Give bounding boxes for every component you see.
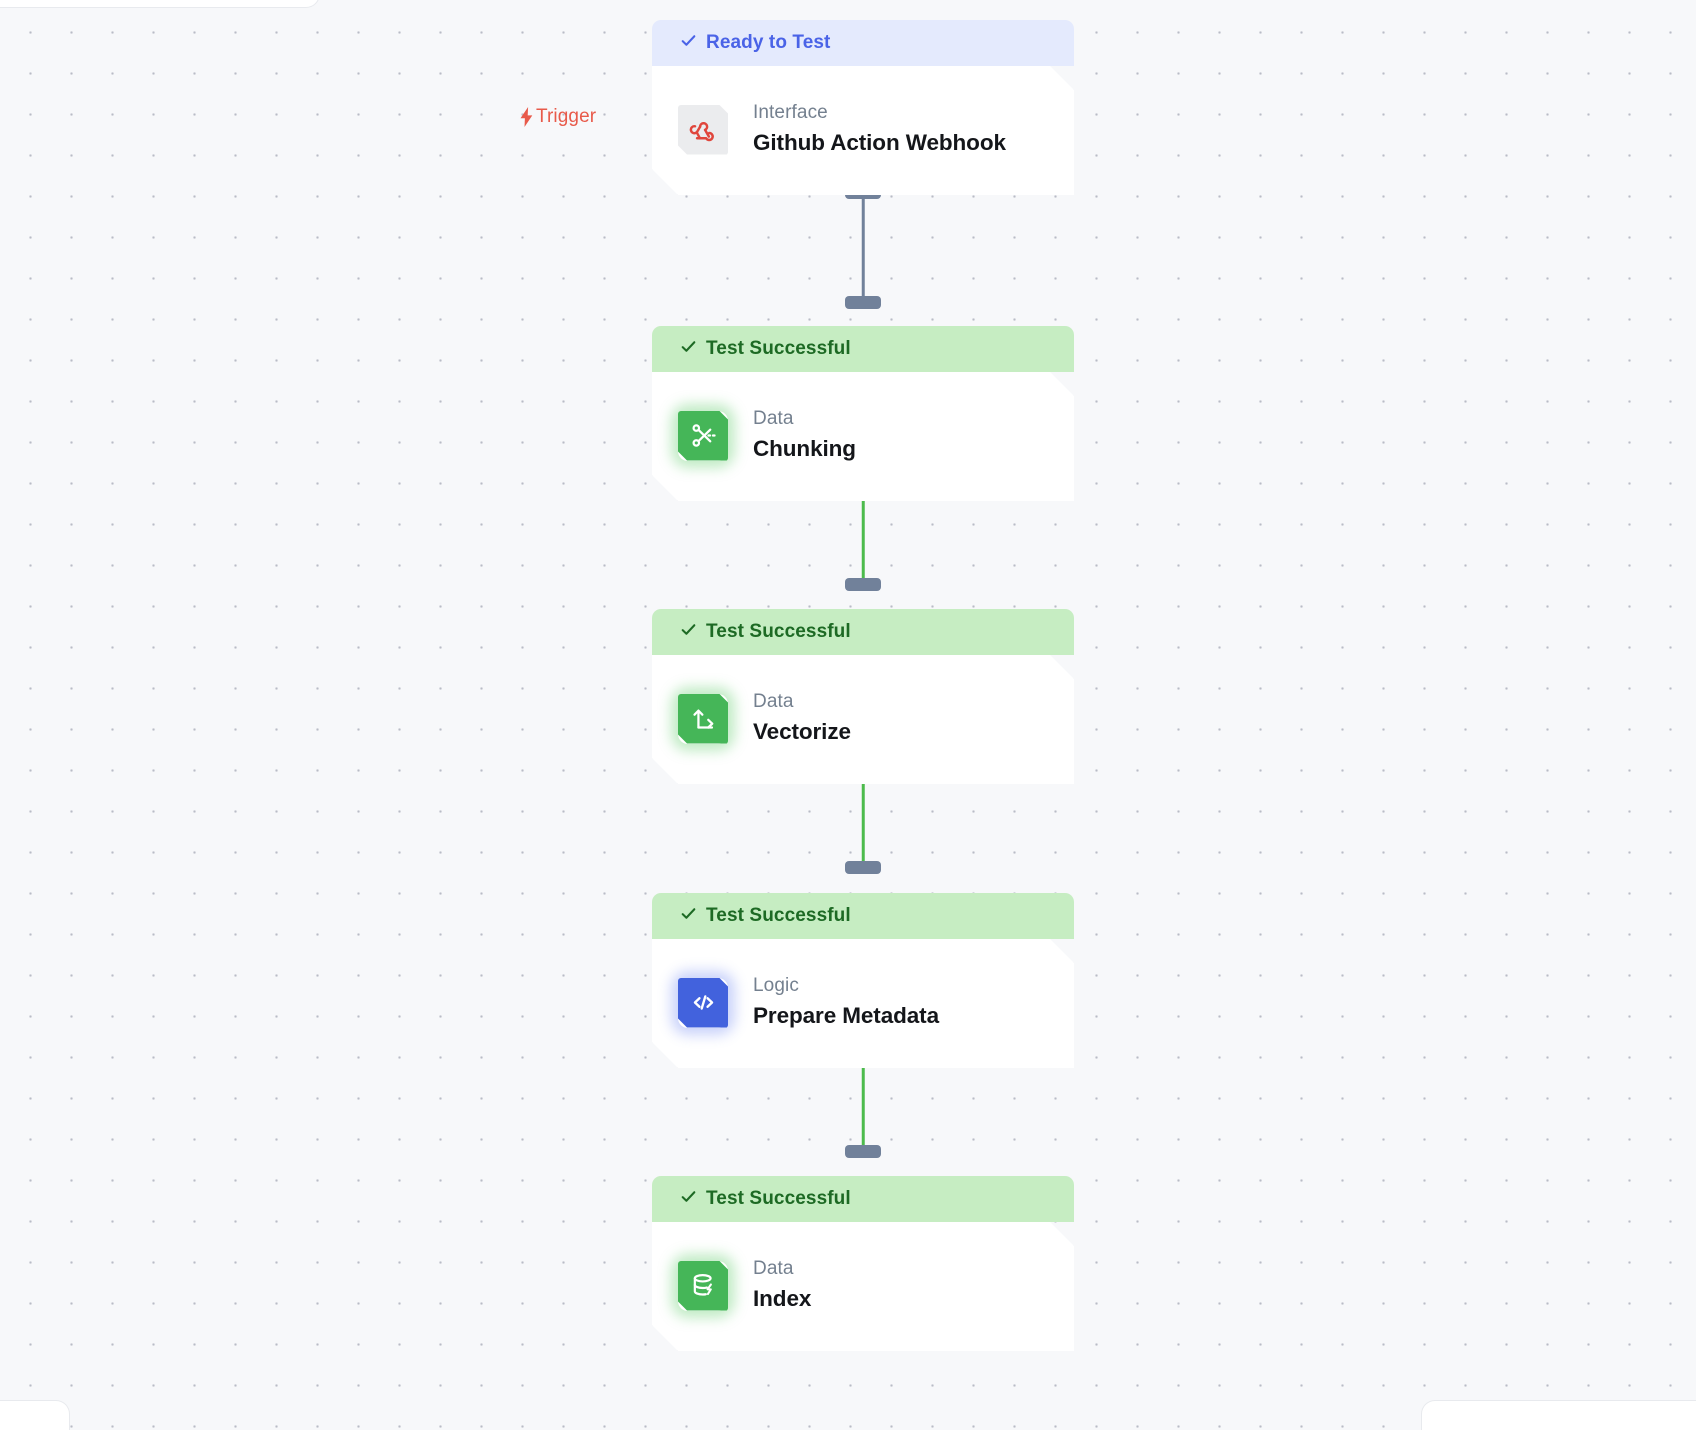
node-status-text: Test Successful bbox=[706, 338, 851, 359]
node-title-label: Vectorize bbox=[753, 719, 851, 745]
node-text: Interface Github Action Webhook bbox=[753, 100, 1006, 158]
node-icon-wrap bbox=[678, 105, 728, 155]
node-kind-label: Data bbox=[753, 691, 794, 713]
node-card[interactable]: Logic Prepare Metadata bbox=[652, 937, 1074, 1068]
check-icon bbox=[680, 905, 697, 928]
node-text: Data Vectorize bbox=[753, 689, 851, 747]
vector-arrows-icon bbox=[678, 694, 728, 744]
node-card[interactable]: Interface Github Action Webhook bbox=[652, 64, 1074, 195]
node-text: Data Index bbox=[753, 1256, 811, 1314]
node-icon-wrap bbox=[678, 411, 728, 461]
node-status-text: Ready to Test bbox=[706, 32, 831, 53]
node-status-banner: Test Successful bbox=[652, 1176, 1074, 1222]
node-status-banner: Test Successful bbox=[652, 326, 1074, 372]
check-icon bbox=[680, 32, 697, 55]
check-icon bbox=[680, 1188, 697, 1211]
node-icon-wrap bbox=[678, 1261, 728, 1311]
trigger-label: Trigger bbox=[519, 106, 596, 128]
node-index[interactable]: Test Successful Data Index bbox=[652, 1176, 1074, 1351]
node-card[interactable]: Data Chunking bbox=[652, 370, 1074, 501]
check-icon bbox=[680, 338, 697, 361]
node-github-action-webhook[interactable]: Ready to Test Interface bbox=[652, 20, 1074, 195]
node-text: Logic Prepare Metadata bbox=[753, 973, 939, 1031]
edge-handle-target[interactable] bbox=[845, 1145, 881, 1158]
top-left-panel bbox=[0, 0, 320, 8]
node-chunking[interactable]: Test Successful Data Chunking bbox=[652, 326, 1074, 501]
edge-handle-target[interactable] bbox=[845, 861, 881, 874]
edge-handle-target[interactable] bbox=[845, 578, 881, 591]
node-kind-label: Data bbox=[753, 408, 794, 430]
database-lightning-icon bbox=[678, 1261, 728, 1311]
edge-line bbox=[861, 759, 865, 867]
node-kind-label: Logic bbox=[753, 975, 799, 997]
node-status-text: Test Successful bbox=[706, 1188, 851, 1209]
node-vectorize[interactable]: Test Successful Data Vectorize bbox=[652, 609, 1074, 784]
node-title-label: Prepare Metadata bbox=[753, 1003, 939, 1029]
node-text: Data Chunking bbox=[753, 406, 856, 464]
webhook-icon bbox=[678, 105, 728, 155]
bottom-right-panel bbox=[1421, 1400, 1696, 1430]
node-title-label: Index bbox=[753, 1286, 812, 1312]
node-status-banner: Test Successful bbox=[652, 893, 1074, 939]
check-icon bbox=[680, 621, 697, 644]
node-status-banner: Test Successful bbox=[652, 609, 1074, 655]
edge-handle-target[interactable] bbox=[845, 296, 881, 309]
scissors-icon bbox=[678, 411, 728, 461]
node-card[interactable]: Data Vectorize bbox=[652, 653, 1074, 784]
edge-line bbox=[861, 1043, 865, 1151]
trigger-label-text: Trigger bbox=[536, 106, 597, 127]
edge-line bbox=[861, 196, 865, 306]
lightning-bolt-icon bbox=[519, 107, 534, 127]
node-status-banner: Ready to Test bbox=[652, 20, 1074, 66]
node-kind-label: Data bbox=[753, 1258, 794, 1280]
bottom-left-panel bbox=[0, 1400, 70, 1430]
node-title-label: Chunking bbox=[753, 436, 856, 462]
node-icon-wrap bbox=[678, 978, 728, 1028]
node-status-text: Test Successful bbox=[706, 905, 851, 926]
node-card[interactable]: Data Index bbox=[652, 1220, 1074, 1351]
node-icon-wrap bbox=[678, 694, 728, 744]
edge-line bbox=[861, 476, 865, 583]
node-prepare-metadata[interactable]: Test Successful Logic Prepare Metadata bbox=[652, 893, 1074, 1068]
node-kind-label: Interface bbox=[753, 102, 828, 124]
node-title-label: Github Action Webhook bbox=[753, 130, 1006, 156]
code-brackets-icon bbox=[678, 978, 728, 1028]
node-status-text: Test Successful bbox=[706, 621, 851, 642]
